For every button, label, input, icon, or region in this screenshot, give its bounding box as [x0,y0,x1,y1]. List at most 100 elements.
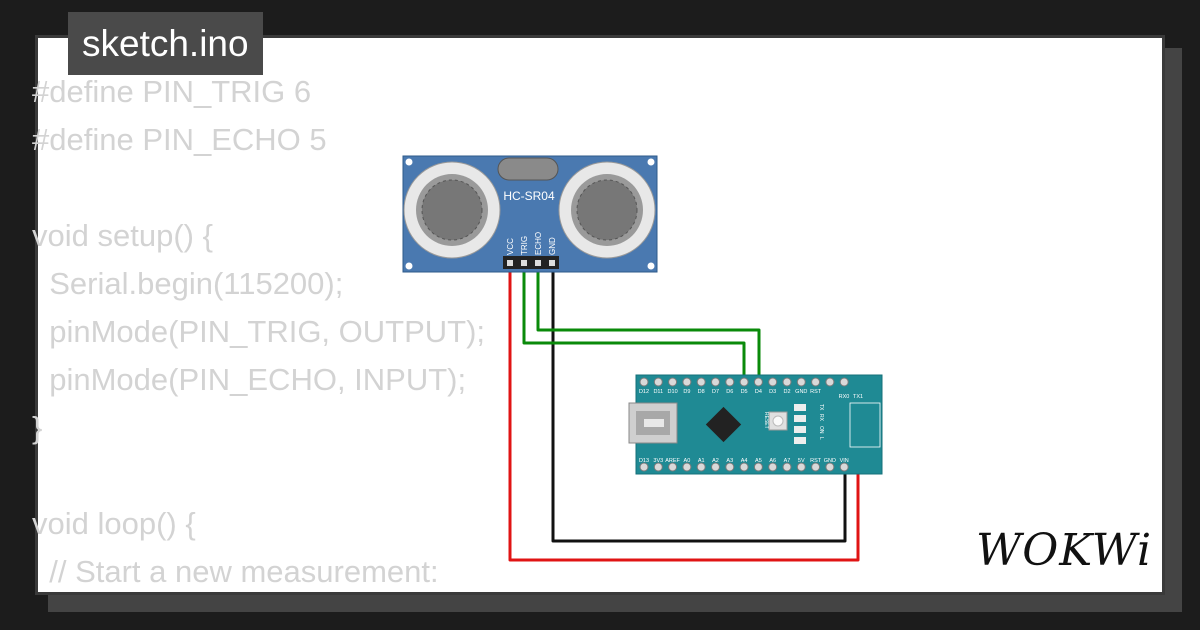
led-label-l: L [818,437,824,440]
bottom-pin-label: D13 [639,458,649,464]
bottom-pin-label: VIN [840,458,849,464]
top-pin-label: TX1 [853,394,863,400]
top-pin-label: D6 [726,389,733,395]
top-pin-label: RST [810,389,822,395]
board-pin[interactable] [811,462,821,472]
board-pin[interactable] [811,377,821,387]
bottom-pin-label: A2 [712,458,719,464]
reset-button[interactable] [768,411,788,431]
board-pin[interactable] [768,377,778,387]
sensor-pin-header [503,256,559,269]
wire-trig [522,268,746,380]
code-line: #define PIN_ECHO 5 [32,122,327,157]
board-pin[interactable] [682,462,692,472]
board-pin[interactable] [739,462,749,472]
bottom-pin-label: A7 [784,458,791,464]
board-pin[interactable] [825,377,835,387]
board-pin[interactable] [668,377,678,387]
board-pin[interactable] [825,462,835,472]
top-pin-header [639,377,849,387]
top-pin-label: D12 [639,389,649,395]
board-pin[interactable] [839,377,849,387]
board-pin[interactable] [696,377,706,387]
board-pin[interactable] [639,377,649,387]
board-pin[interactable] [725,377,735,387]
wokwi-logo: WOKWi [976,525,1153,576]
code-line: void setup() { [32,218,213,253]
bottom-pin-label: A4 [741,458,748,464]
bottom-pin-label: GND [824,458,836,464]
wire-echo [536,268,761,380]
board-pin[interactable] [739,377,749,387]
bottom-pin-label: 3V3 [653,458,663,464]
pin-label-echo: ECHO [534,232,543,255]
bottom-pin-label: A3 [726,458,733,464]
bottom-pin-label: A1 [698,458,705,464]
simulation-card [35,35,1165,595]
pin-label-vcc: VCC [506,238,515,255]
code-line: Serial.begin(115200); [32,266,344,301]
board-pin[interactable] [796,462,806,472]
board-pin[interactable] [796,377,806,387]
bottom-pin-label: RST [810,458,822,464]
code-line: void loop() { [32,506,196,541]
top-pin-label: RX0 [839,394,850,400]
status-leds [794,404,806,444]
bottom-pin-label: A5 [755,458,762,464]
top-pin-label: D4 [755,389,762,395]
code-line: } [32,410,43,445]
wire-gnd [551,268,847,543]
board-pin[interactable] [639,462,649,472]
right-transducer [558,161,656,259]
board-pin[interactable] [653,377,663,387]
top-pin-label: D8 [698,389,705,395]
top-pin-label: D7 [712,389,719,395]
board-pin[interactable] [696,462,706,472]
pin-label-trig: TRIG [520,236,529,255]
top-pin-label: D11 [653,389,663,395]
board-pin[interactable] [753,377,763,387]
board-pin[interactable] [668,462,678,472]
code-editor: #define PIN_TRIG 6 #define PIN_ECHO 5 void… [32,68,485,596]
code-line: pinMode(PIN_ECHO, INPUT); [32,362,467,397]
board-pin[interactable] [653,462,663,472]
crystal-oscillator [497,157,559,181]
board-pin[interactable] [839,462,849,472]
board-pin[interactable] [711,377,720,387]
bottom-pin-label: AREF [665,458,680,464]
top-pin-label: D5 [741,389,748,395]
bottom-pin-label: A0 [684,458,691,464]
hc-sr04-sensor[interactable]: HC-SR04 VCC TRIG ECHO GND [402,155,658,273]
usb-connector [628,402,678,444]
sensor-label: HC-SR04 [503,189,555,203]
code-line: // Start a new measurement: [32,554,439,589]
board-pin[interactable] [725,462,735,472]
icsp-header [849,402,881,448]
left-transducer [403,161,501,259]
file-tab[interactable]: sketch.ino [68,12,263,75]
board-pin[interactable] [782,462,792,472]
code-line: pinMode(PIN_TRIG, OUTPUT); [32,314,486,349]
bottom-pin-label: A6 [769,458,776,464]
board-pin[interactable] [768,462,778,472]
top-pin-label: GND [795,389,807,395]
top-pin-label: D3 [769,389,776,395]
code-line: #define PIN_TRIG 6 [32,74,312,109]
board-pin[interactable] [782,377,792,387]
reset-label: RESET [763,412,769,429]
board-pin[interactable] [753,462,763,472]
top-pin-label: D2 [783,389,790,395]
led-label-rx: RX [818,414,824,422]
pin-label-gnd: GND [548,237,557,255]
board-pin[interactable] [711,462,720,472]
led-label-tx: TX [818,404,824,411]
top-pin-label: D9 [683,389,690,395]
bottom-pin-header [639,462,849,472]
wire-vcc [508,268,860,562]
microcontroller-chip [705,406,742,443]
board-pin[interactable] [682,377,692,387]
bottom-pin-label: 5V [798,458,805,464]
top-pin-label: D10 [668,389,678,395]
